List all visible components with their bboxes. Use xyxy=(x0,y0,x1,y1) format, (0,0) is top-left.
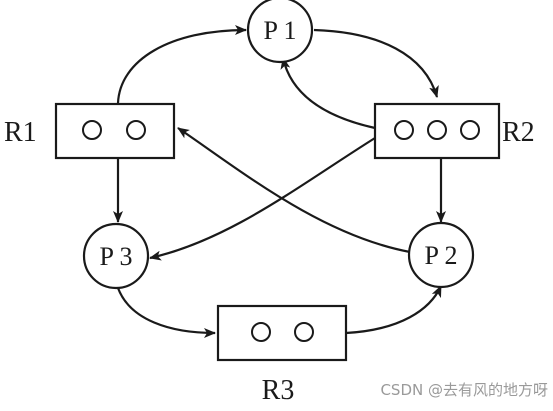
resource-r3-label: R3 xyxy=(262,375,295,406)
resource-r2-label: R2 xyxy=(502,117,535,148)
r2-instance xyxy=(460,120,480,140)
process-p1: P 1 xyxy=(246,0,314,64)
resource-r2: R2 xyxy=(373,102,535,160)
process-p1-label: P 1 xyxy=(264,16,297,45)
edge-r3-p2 xyxy=(345,285,442,335)
edge-r2-p1 xyxy=(280,57,376,130)
r2-instance xyxy=(394,120,414,140)
watermark: CSDN @去有风的地方呀 xyxy=(380,381,548,399)
r1-instance xyxy=(82,120,102,140)
edge-r2-p3 xyxy=(149,137,376,261)
process-p3: P 3 xyxy=(82,222,150,290)
resource-r1-label: R1 xyxy=(4,117,37,148)
resource-r3: R3 xyxy=(216,304,348,406)
process-p2-label: P 2 xyxy=(425,241,458,270)
r3-instance xyxy=(294,322,314,342)
r1-instance xyxy=(126,120,146,140)
r3-instance xyxy=(251,322,271,342)
edge-p3-r3 xyxy=(116,287,216,338)
edge-p2-r1 xyxy=(177,127,411,254)
r2-instance xyxy=(427,120,447,140)
edge-r1-p1 xyxy=(116,25,247,104)
edge-p1-r2 xyxy=(313,28,439,98)
resource-r1: R1 xyxy=(4,102,176,160)
process-p2: P 2 xyxy=(407,221,475,289)
edges xyxy=(113,25,446,338)
process-p3-label: P 3 xyxy=(100,242,133,271)
